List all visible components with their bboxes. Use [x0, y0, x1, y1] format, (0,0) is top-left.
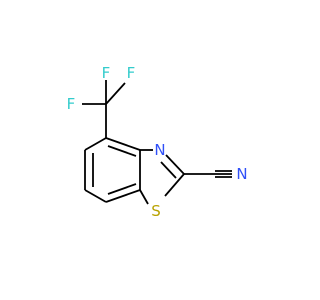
atom-labels: F F F N S N [67, 64, 248, 220]
bond [105, 82, 126, 105]
bond-lines [82, 80, 232, 205]
bond [105, 189, 141, 203]
bond [139, 189, 149, 205]
bond [84, 137, 107, 151]
molecule-diagram: F F F N S N [67, 64, 248, 220]
bond [105, 137, 141, 151]
atom-label-fluorine: F [102, 64, 111, 82]
atom-label-nitrile-nitrogen: N [236, 165, 247, 183]
bond [160, 161, 177, 179]
bond [107, 183, 137, 195]
bond [164, 173, 185, 197]
atom-label-fluorine: F [127, 64, 136, 82]
atom-label-sulfur: S [151, 202, 161, 220]
atom-label-ring-nitrogen: N [154, 141, 165, 159]
bond [165, 154, 185, 175]
bond [107, 145, 137, 157]
bond [84, 189, 107, 203]
atom-label-fluorine: F [67, 95, 76, 113]
